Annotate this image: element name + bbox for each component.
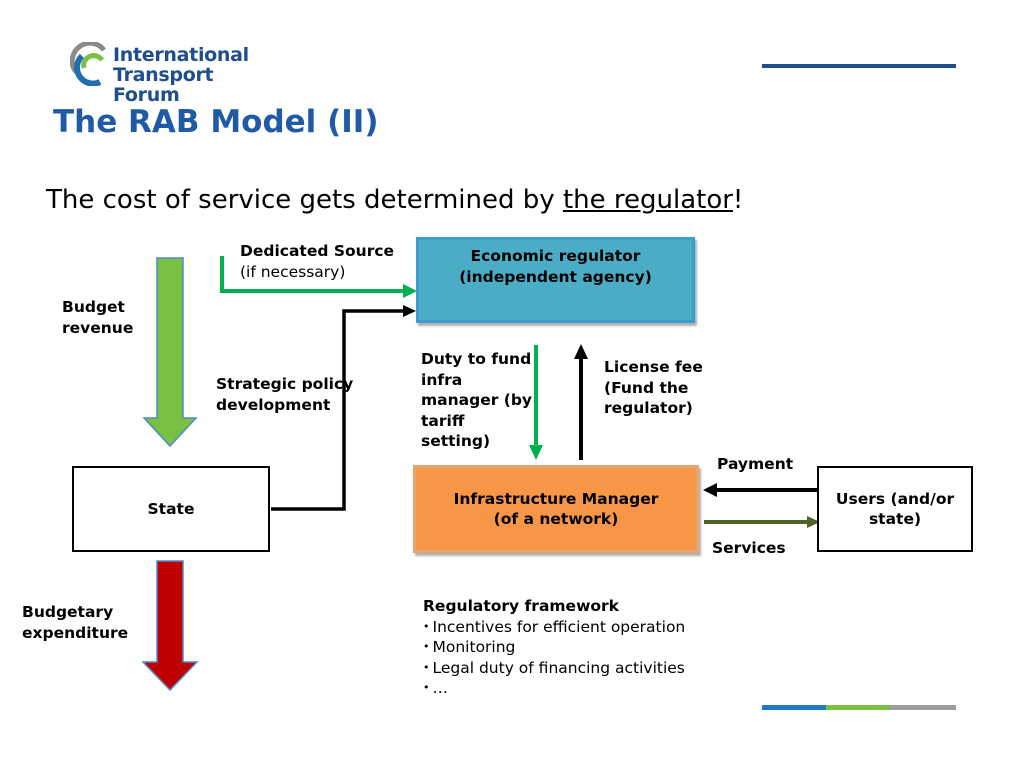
state-label: State: [147, 499, 195, 518]
infrastructure-manager-box: Infrastructure Manager (of a network): [413, 465, 699, 553]
framework-list: Incentives for efficient operation Monit…: [423, 617, 686, 699]
strategic-line-2: development: [216, 395, 331, 414]
payment-label: Payment: [717, 455, 794, 473]
framework-heading: Regulatory framework: [423, 597, 619, 615]
budgetary-line-1: Budgetary: [22, 603, 114, 621]
budgetary-expenditure-label: Budgetary expenditure: [22, 602, 128, 643]
duty-label: Duty to fund infra manager (by tariff se…: [421, 349, 532, 452]
framework-item: Monitoring: [423, 637, 685, 658]
framework-item: …: [423, 678, 685, 699]
license-line-1: License fee: [604, 358, 703, 376]
regulator-line-2: (independent agency): [459, 267, 652, 286]
dedicated-source-label: Dedicated Source (if necessary): [240, 241, 394, 282]
strategic-line-1: Strategic policy: [216, 375, 354, 393]
license-fee-label: License fee (Fund the regulator): [604, 357, 703, 419]
economic-regulator-box: Economic regulator (independent agency): [416, 237, 695, 323]
header-line: [762, 64, 956, 68]
framework-item: Legal duty of financing activities: [423, 658, 685, 679]
logo: International Transport Forum: [70, 42, 270, 105]
state-box: State: [72, 466, 270, 552]
budget-revenue-line-2: revenue: [62, 318, 134, 337]
subtitle-suffix: !: [732, 185, 744, 215]
regulator-line-1: Economic regulator: [470, 247, 641, 265]
logo-line-2: Transport Forum: [113, 64, 214, 106]
users-box: Users (and/or state): [817, 466, 973, 552]
strategic-policy-label: Strategic policy development: [216, 374, 353, 415]
framework-item: Incentives for efficient operation: [423, 617, 686, 638]
budget-revenue-arrow: [142, 257, 198, 448]
duty-line-1: Duty to fund: [421, 350, 532, 368]
license-line-2: (Fund the: [604, 378, 689, 397]
duty-line-3: manager (by: [421, 391, 533, 409]
im-line-2: (of a network): [493, 510, 619, 528]
dedicated-source-text: Dedicated Source: [240, 242, 395, 260]
logo-line-1: International: [113, 44, 249, 66]
footer-bar-gray: [890, 705, 956, 710]
subtitle-prefix: The cost of service gets determined by: [46, 185, 563, 215]
budgetary-line-2: expenditure: [22, 623, 129, 642]
users-line-1: Users (and/or: [835, 489, 955, 508]
strategic-policy-arrow: [271, 309, 404, 511]
footer-bar-blue: [762, 705, 826, 710]
if-necessary-text: (if necessary): [240, 262, 346, 281]
services-label: Services: [712, 539, 786, 557]
dedicated-source-arrow: [220, 256, 404, 293]
subtitle: The cost of service gets determined by t…: [46, 185, 743, 215]
page-title: The RAB Model (II): [53, 104, 379, 140]
budget-revenue-label: Budget revenue: [62, 297, 133, 338]
license-line-3: regulator): [604, 399, 693, 417]
budgetary-expenditure-arrow: [141, 560, 199, 692]
duty-line-4: tariff: [421, 411, 465, 430]
im-line-1: Infrastructure Manager: [453, 489, 659, 508]
duty-line-5: setting): [421, 432, 491, 450]
itf-logo-icon: [70, 42, 106, 86]
regulatory-framework: Regulatory framework Incentives for effi…: [423, 596, 685, 699]
subtitle-underlined: the regulator: [562, 185, 733, 215]
duty-line-2: infra: [421, 370, 463, 389]
users-line-2: state): [868, 510, 922, 528]
footer-bar-green: [826, 705, 890, 710]
budget-revenue-line-1: Budget: [62, 298, 125, 316]
